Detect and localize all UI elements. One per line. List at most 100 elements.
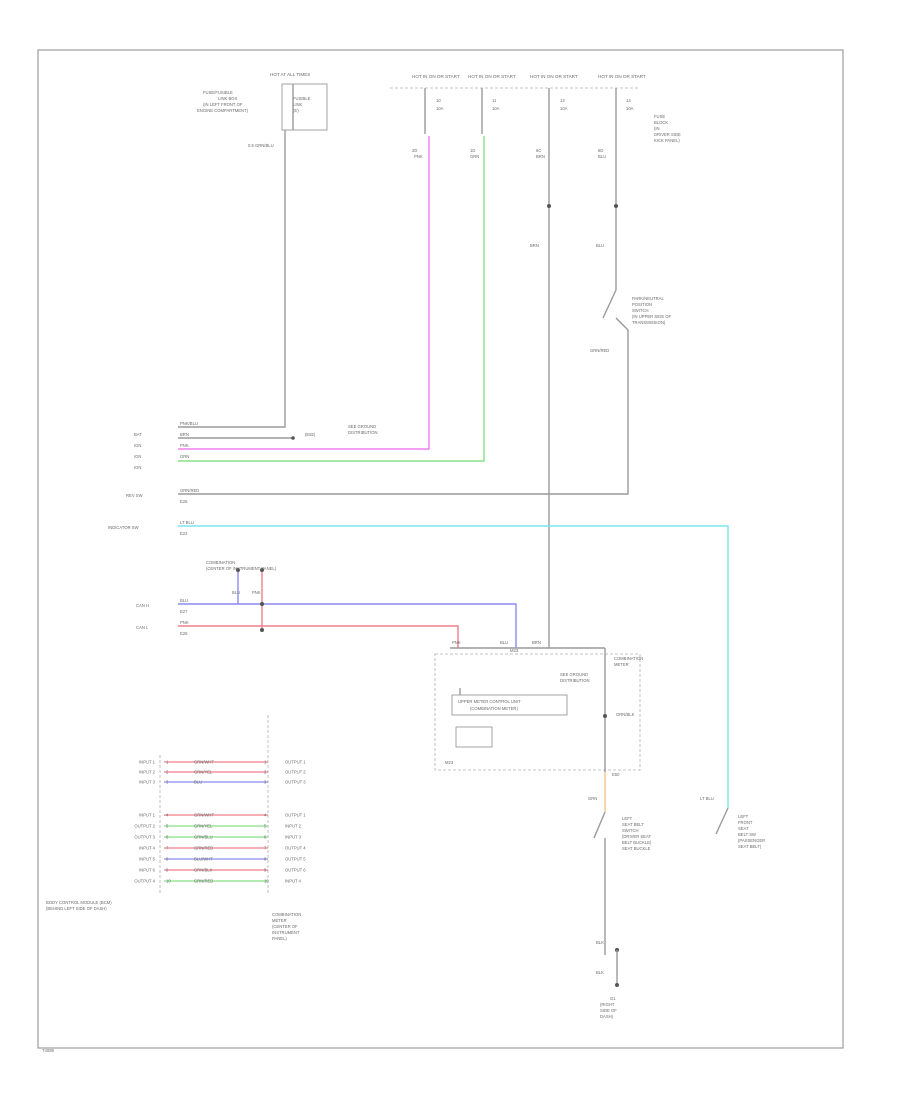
splice-wire-pnk: PNK (252, 590, 261, 595)
bcm-left-pin: 1 (166, 760, 169, 765)
svg-text:TRANSMISSION): TRANSMISSION) (632, 320, 666, 325)
svg-text:BLU: BLU (596, 243, 604, 248)
rev-sw-wire: GRN/RED (180, 488, 199, 493)
svg-text:0.5 GRN/BLU: 0.5 GRN/BLU (248, 143, 274, 148)
svg-text:HOT IN ON OR START: HOT IN ON OR START (598, 74, 646, 79)
fuse-1: HOT IN ON OR START 10 10A 2D PNK (412, 74, 460, 159)
svg-text:SWITCH: SWITCH (622, 828, 639, 833)
bcm-right-label: OUTPUT 5 (285, 857, 306, 862)
bcm-wire-label: BLU (194, 780, 202, 785)
svg-text:BELT SW: BELT SW (738, 832, 756, 837)
fuse-4: HOT IN ON OR START 14 10A FUSE BLOCK (IN… (598, 74, 681, 159)
bcm-left-label: INPUT 2 (139, 770, 156, 775)
bcm-right-label: OUTPUT 3 (285, 780, 306, 785)
rev-sw-conn: E25 (180, 499, 188, 504)
bcm-left-label: OUTPUT 4 (134, 879, 155, 884)
svg-text:SEAT BELT: SEAT BELT (622, 822, 644, 827)
svg-text:HOT IN ON OR START: HOT IN ON OR START (530, 74, 578, 79)
svg-text:BLK: BLK (596, 970, 604, 975)
svg-text:SWITCH: SWITCH (632, 308, 649, 313)
bcm-wire-label: GRN/BLK (194, 868, 213, 873)
bcm-wire-label: GRN/YEL (194, 770, 213, 775)
bcm-right-label: OUTPUT 4 (285, 846, 306, 851)
svg-text:PNK: PNK (180, 443, 189, 448)
svg-text:GRN/RED: GRN/RED (590, 348, 609, 353)
bcm-right-label: INPUT 2 (285, 824, 302, 829)
svg-text:6D: 6D (598, 148, 603, 153)
svg-text:(E): (E) (293, 108, 299, 113)
can-h-conn: E27 (180, 609, 188, 614)
svg-text:SEE GROUND: SEE GROUND (348, 424, 376, 429)
svg-text:10A: 10A (492, 106, 500, 111)
fuse-3: HOT IN ON OR START 13 10A 6C BRN (530, 74, 578, 159)
combo-meter-2: METER (614, 662, 629, 667)
diagram-frame (37, 49, 844, 1049)
svg-text:(IN: (IN (654, 126, 660, 131)
combination-meter-outline (434, 653, 641, 771)
svg-text:(IN LEFT FRONT OF: (IN LEFT FRONT OF (203, 102, 243, 107)
svg-text:(E82): (E82) (305, 432, 316, 437)
svg-text:HOT IN ON OR START: HOT IN ON OR START (468, 74, 516, 79)
svg-text:2D: 2D (412, 148, 417, 153)
svg-text:POSITION: POSITION (632, 302, 652, 307)
hot-at-all-times-box: HOT AT ALL TIMES FUSE/FUSIBLE LINK BOX (… (197, 72, 328, 148)
svg-text:6C: 6C (536, 148, 541, 153)
bcm-right-caption: PANEL) (272, 936, 287, 941)
bcm-wire-label: BLU/WHT (194, 857, 213, 862)
bcm-wire-label: GRN/YEL (194, 824, 213, 829)
right-seat-belt-switch: LT BLU LEFT FRONT SEAT BELT SW (PASSENGE… (700, 796, 765, 849)
meter-out-conn: E50 (612, 772, 620, 777)
bcm-right-caption: (CENTER OF (272, 924, 298, 929)
ground-note: (E82) SEE GROUND DISTRIBUTION (305, 424, 378, 437)
bcm-right-pin: 2 (264, 770, 267, 775)
bcm-right-pin: 6 (264, 835, 267, 840)
meter-conn: M23 (510, 648, 519, 653)
bcm-left-pin: 4 (166, 813, 169, 818)
bcm-right-pin: 8 (264, 857, 267, 862)
svg-text:10A: 10A (560, 106, 568, 111)
bcm-right-pin: 5 (264, 824, 267, 829)
splice-6 (260, 628, 264, 632)
svg-text:DASH): DASH) (600, 1014, 614, 1019)
bcm-left-label: INPUT 1 (139, 813, 156, 818)
wire-lt-blu (178, 525, 729, 808)
bcm-right-pin: 3 (264, 780, 267, 785)
bcm-right-pin: 1 (264, 760, 267, 765)
frame-code: T4088 (42, 1048, 55, 1053)
bcm-right-pin: 4 (264, 813, 267, 818)
bcm-right-label: INPUT 3 (285, 835, 302, 840)
bcm-left-pin: 9 (166, 868, 169, 873)
bcm-left-pin: 6 (166, 835, 169, 840)
bcm-wire-label: GRN/BLU (194, 835, 213, 840)
meter-sub-2: DISTRIBUTION (560, 678, 590, 683)
bcm-right-pin: 7 (264, 846, 267, 851)
svg-text:LT BLU: LT BLU (700, 796, 714, 801)
bcm-right-label: INPUT 4 (285, 879, 302, 884)
bcm-right-pin: 10 (264, 879, 269, 884)
bcm-left-pin: 5 (166, 824, 169, 829)
bcm-left-pin: 8 (166, 857, 169, 862)
bcm-right-caption: INSTRUMENT (272, 930, 300, 935)
svg-text:HOT IN ON OR START: HOT IN ON OR START (412, 74, 460, 79)
svg-text:BAT: BAT (134, 432, 142, 437)
svg-text:UPPER METER CONTROL UNIT: UPPER METER CONTROL UNIT (458, 699, 521, 704)
can-l-wire: PNK (180, 620, 189, 625)
svg-text:G1: G1 (610, 996, 616, 1001)
svg-text:(PASSENGER: (PASSENGER (738, 838, 765, 843)
orange-wire-label: GRN (588, 796, 597, 801)
svg-text:(IN UPPER SIDE OF: (IN UPPER SIDE OF (632, 314, 672, 319)
wire-grn-blu (178, 130, 286, 428)
svg-text:BELT BUCKLE): BELT BUCKLE) (622, 840, 652, 845)
svg-text:FUSIBLE: FUSIBLE (293, 96, 311, 101)
brown-wire-label: BRN (530, 243, 539, 248)
svg-text:LEFT: LEFT (622, 816, 633, 821)
can-h-wire: BLU (180, 598, 188, 603)
meter-sub-1: SEE GROUND (560, 672, 588, 677)
svg-text:FUSE/FUSIBLE: FUSE/FUSIBLE (203, 90, 233, 95)
connector-dot (291, 436, 295, 440)
bcm-pin-labels: BAT IGN IGN IGN PNK/BLU BRN PNK GRN (134, 421, 198, 470)
meter-sw-conn: M23 (445, 760, 454, 765)
svg-text:GRN: GRN (470, 154, 479, 159)
wire-grn (178, 136, 485, 462)
